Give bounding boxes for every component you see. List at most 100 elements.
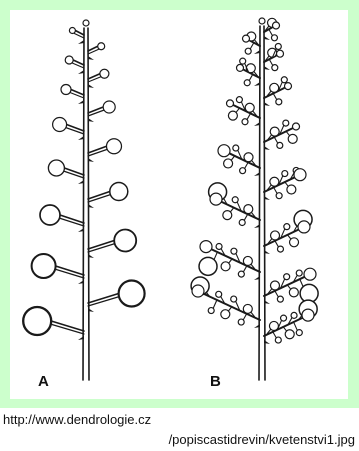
flower-b [231,296,237,302]
pedicel-a [88,107,103,113]
flower-b [285,330,294,339]
flower-b [269,321,278,330]
flower-b [223,211,232,220]
bract-b [264,36,270,40]
twig-b [247,113,251,120]
flower-b [277,246,283,252]
flower-b [240,168,246,174]
flower-a [40,205,60,225]
twig-b [244,162,248,169]
twig-b [275,290,279,297]
inflorescence-illustration [10,10,348,399]
flower-b-tip [192,285,204,297]
twig-b [269,29,273,36]
flower-b [239,220,245,226]
flower-b-tip [277,50,284,57]
flower-b [224,159,233,168]
flower-a [32,254,56,278]
flower-b-tip [302,309,314,321]
flower-b [270,83,279,92]
flower-a-apex [83,20,89,26]
flower-a [107,139,122,154]
flower-b [275,43,281,49]
source-caption: http://www.dendrologie.cz /popiscastidre… [0,409,359,451]
flower-a [61,85,71,95]
flower-b [238,319,244,325]
flower-b [291,312,297,318]
flower-b [287,185,296,194]
flower-b [232,197,238,203]
bract-a [88,56,94,60]
pedicel-a [88,146,107,153]
flower-a [23,307,51,335]
flower-a [98,43,105,50]
flower-b [244,205,253,214]
flower-b-tip [294,169,306,181]
flower-b [244,153,253,162]
bract-a [78,40,84,44]
twig-b [269,59,273,66]
flower-b-tip [237,64,244,71]
flower-b [276,193,282,199]
flower-b [233,145,239,151]
twig-b [273,93,277,100]
flower-a [119,281,145,307]
twig-b [244,214,248,221]
flower-b-tip [293,123,300,130]
flower-b [216,243,222,249]
flower-b [244,80,250,86]
flower-b [240,58,246,64]
flower-b-tip [227,100,234,107]
flower-b [271,35,277,41]
flower-b [282,171,288,177]
bract-b [254,50,260,54]
source-link-line1[interactable]: http://www.dendrologie.cz [3,412,151,428]
flower-b-tip [218,145,230,157]
flower-b [221,310,230,319]
flower-b [246,64,255,73]
flower-b [238,271,244,277]
flower-b-tip [243,35,250,42]
flower-b [275,337,281,343]
twig-b [274,137,278,144]
flower-b [276,99,282,105]
flower-a [110,183,128,201]
flower-b [277,142,283,148]
flower-a [103,101,115,113]
flower-b-tip [210,193,222,205]
flower-b [245,103,254,112]
flower-b [289,288,298,297]
flower-b [281,77,287,83]
flower-b-tip [200,241,212,253]
flower-a [53,118,67,132]
flower-b-tip [285,83,292,90]
flower-b [284,224,290,230]
twig-b [273,331,277,338]
stem-a-left [83,28,84,380]
flower-b [228,111,237,120]
flower-b [236,97,242,103]
pedicel-a-edge [88,110,104,116]
twig-b [273,187,277,194]
twig-b [213,300,217,309]
flower-b [277,296,283,302]
flower-b-tip [304,268,316,280]
flower-b-apex [259,18,265,24]
flower-b [281,315,287,321]
flower-b-tip [273,22,280,29]
flower-a [48,160,64,176]
pedicel-a [67,125,84,132]
flower-b [270,127,279,136]
flower-b [288,134,297,143]
flower-b [296,270,302,276]
source-link-line2[interactable]: /popiscastidrevin/kvetenstvi1.jpg [169,432,355,448]
twig-b [294,322,298,331]
flower-b-tip [298,221,310,233]
twig-b [275,240,279,247]
label-b: B [210,373,221,390]
flower-b [216,291,222,297]
figure-panel: A B [10,10,348,399]
flower-b [296,330,302,336]
flower-b [283,120,289,126]
twig-b [243,265,247,272]
